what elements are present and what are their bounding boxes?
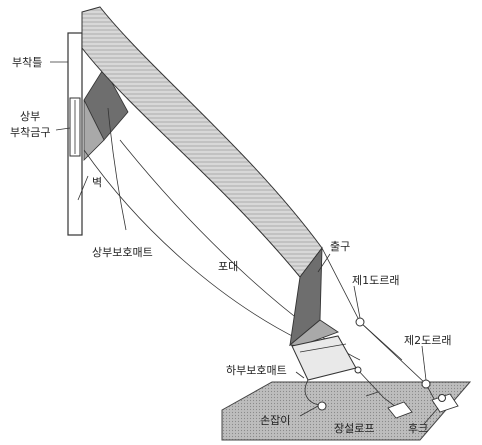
- label-upper-fitting-2: 부착금구: [10, 126, 50, 139]
- leader-lower-mat: [295, 371, 305, 379]
- leader-rope: [365, 391, 379, 397]
- leader-handle: [299, 405, 319, 417]
- label-wall: 벽: [92, 176, 102, 189]
- label-upper-fitting-1: 상부: [20, 110, 40, 123]
- leader-exit: [317, 253, 331, 273]
- label-upper-mat: 상부보호매트: [92, 246, 153, 259]
- upper-mat-lower-face: [83, 99, 105, 161]
- leader-wall: [77, 175, 89, 201]
- rope-ring: [354, 366, 362, 374]
- leader-upper-fitting: [55, 127, 71, 131]
- hook-ring: [438, 394, 446, 402]
- chute-guide-line-left: [83, 149, 301, 341]
- label-lower-mat: 하부보호매트: [226, 363, 287, 377]
- pulley-1: [355, 317, 365, 327]
- label-chute: 포대: [218, 260, 238, 273]
- label-exit: 출구: [330, 240, 350, 253]
- label-pulley-1: 제1도르래: [352, 274, 399, 287]
- label-pulley-2: 제2도르래: [404, 334, 451, 347]
- pulley-2: [421, 379, 431, 389]
- ground-slab: [221, 381, 472, 441]
- leader-pulley-1: [353, 285, 361, 319]
- leader-hook: [423, 407, 439, 425]
- label-hook: 후크: [408, 422, 428, 435]
- lower-mat-fold: [299, 343, 347, 353]
- handle-ring: [317, 401, 327, 411]
- chute-body: [81, 6, 323, 278]
- label-handle: 손잡이: [260, 414, 290, 427]
- anchor-plate-1: [387, 401, 413, 419]
- leader-upper-mat: [107, 107, 127, 231]
- leader-pulley-2: [421, 345, 427, 381]
- label-rope: 장설로프: [334, 422, 374, 435]
- label-attach-frame: 부착틀: [12, 56, 42, 69]
